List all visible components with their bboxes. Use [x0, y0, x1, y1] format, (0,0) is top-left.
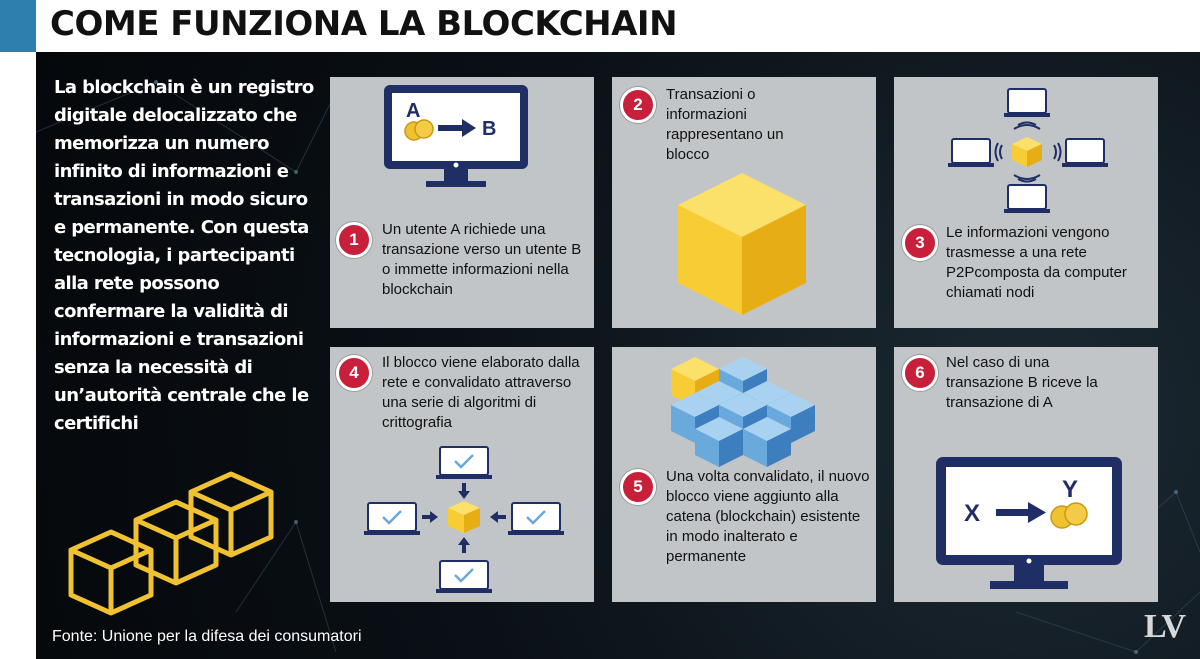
step-text-2: Transazioni o informazioni rappresentano… — [666, 86, 784, 163]
intro-text: La blockchain è un registro digitale del… — [54, 77, 314, 434]
blockchain-cubes-icon — [671, 357, 815, 467]
step-panel-2: 2 Transazioni o informazioni rappresenta… — [612, 77, 876, 328]
monitor-transfer-icon: A B — [384, 85, 528, 187]
step-panel-3: 3 Le informazioni vengono trasmesse a un… — [894, 77, 1158, 328]
page-title: COME FUNZIONA LA BLOCKCHAIN — [50, 4, 678, 44]
step-panel-5: 5 Una volta convalidato, il nuovo blocco… — [612, 347, 876, 602]
step-badge-3: 3 — [902, 225, 938, 261]
infographic-body: La blockchain è un registro digitale del… — [36, 52, 1200, 659]
block-cube-icon — [678, 173, 806, 315]
step-panel-1: A B 1 Un utente A richiede una transazio… — [330, 77, 594, 328]
step-badge-1: 1 — [336, 222, 372, 258]
to-user-label: B — [482, 118, 496, 140]
step-text-1: Un utente A richiede una transazione ver… — [382, 221, 582, 298]
cube-block — [695, 417, 743, 467]
from-user-label: X — [964, 500, 980, 527]
lv-logo: LV — [1144, 608, 1186, 645]
step-text-3: Le informazioni vengono trasmesse a una … — [946, 224, 1127, 301]
cube-block — [743, 417, 791, 467]
monitor-transfer-icon: X Y — [936, 457, 1122, 589]
header-accent-bar — [0, 0, 36, 52]
step-badge-5: 5 — [620, 469, 656, 505]
step-text-4: Il blocco viene elaborato dalla rete e c… — [382, 354, 580, 431]
step-panel-4: 4 Il blocco viene elaborato dalla rete e… — [330, 347, 594, 602]
header: COME FUNZIONA LA BLOCKCHAIN — [0, 0, 1200, 52]
to-user-label: Y — [1062, 476, 1078, 503]
steps-grid: A B 1 Un utente A richiede una transazio… — [330, 77, 1172, 602]
source-note: Fonte: Unione per la difesa dei consumat… — [52, 628, 362, 645]
step-badge-6: 6 — [902, 355, 938, 391]
validation-network-icon — [364, 446, 564, 593]
p2p-network-icon — [948, 88, 1108, 213]
step-panel-6: 6 Nel caso di una transazione B riceve l… — [894, 347, 1158, 602]
from-user-label: A — [406, 100, 420, 122]
gold-chain-icon — [68, 471, 274, 616]
step-badge-2: 2 — [620, 87, 656, 123]
step-text-6: Nel caso di una transazione B riceve la … — [946, 354, 1098, 411]
step-text-5: Una volta convalidato, il nuovo blocco v… — [666, 468, 870, 565]
step-badge-4: 4 — [336, 355, 372, 391]
